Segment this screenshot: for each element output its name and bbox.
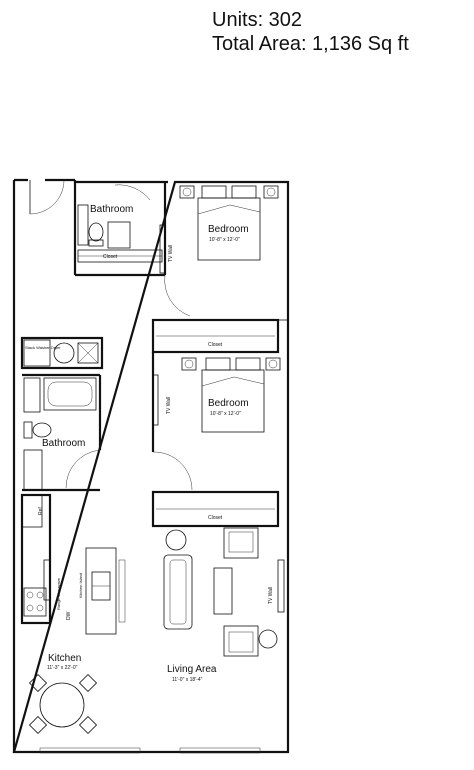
room-dim-living: 11'-0" x 18'-4": [172, 677, 203, 683]
bathroom-2: [22, 373, 102, 492]
living-furniture: [163, 527, 285, 657]
tv-wall-label-3: TV Wall: [268, 587, 274, 604]
room-dim-bedroom-2: 10'-8" x 12'-0": [210, 411, 241, 417]
dining-table: [28, 673, 98, 735]
kitchen-counters: [20, 493, 52, 625]
laundry: [20, 336, 104, 370]
ref-label: Ref: [38, 507, 44, 515]
units-label: Units: 302: [212, 9, 303, 31]
kitchen-island: [85, 547, 126, 635]
bedroom-closet-1: [151, 318, 288, 354]
closet-label-master: Closet: [103, 254, 118, 260]
entry-door: [29, 179, 65, 215]
bottom-windows: [39, 747, 261, 754]
room-label-bedroom-1: Bedroom: [208, 224, 249, 235]
total-area-label: Total Area: 1,136 Sq ft: [212, 33, 409, 55]
island-label: Kitchen Island: [78, 573, 83, 598]
washer-dryer-label: Stack Washer Dryer: [25, 345, 61, 350]
room-dim-bedroom-1: 10'-8" x 12'-0": [209, 237, 240, 243]
range-label: Range Microwave: [56, 577, 61, 610]
room-label-bathroom-master: Bathroom: [90, 204, 133, 215]
room-label-bathroom-2: Bathroom: [42, 438, 85, 449]
bedroom-2-walls: [151, 352, 281, 491]
plan-header: Units: 302 Total Area: 1,136 Sq ft: [212, 8, 409, 56]
closet-label-2: Closet: [208, 515, 223, 521]
room-label-living: Living Area: [167, 664, 217, 675]
dw-label: DW: [66, 611, 72, 620]
bedroom-closet-2: [151, 490, 280, 528]
master-suite-walls: [73, 182, 191, 317]
closet-label-1: Closet: [208, 342, 223, 348]
outer-walls: [12, 178, 290, 754]
room-dim-kitchen: 11'-3" x 22'-0": [47, 665, 78, 671]
tv-wall-label-1: TV Wall: [168, 245, 174, 262]
tv-wall-label-2: TV Wall: [166, 397, 172, 414]
room-label-kitchen: Kitchen: [48, 653, 81, 664]
room-label-bedroom-2: Bedroom: [208, 398, 249, 409]
bedroom-1-furniture: [179, 185, 279, 261]
